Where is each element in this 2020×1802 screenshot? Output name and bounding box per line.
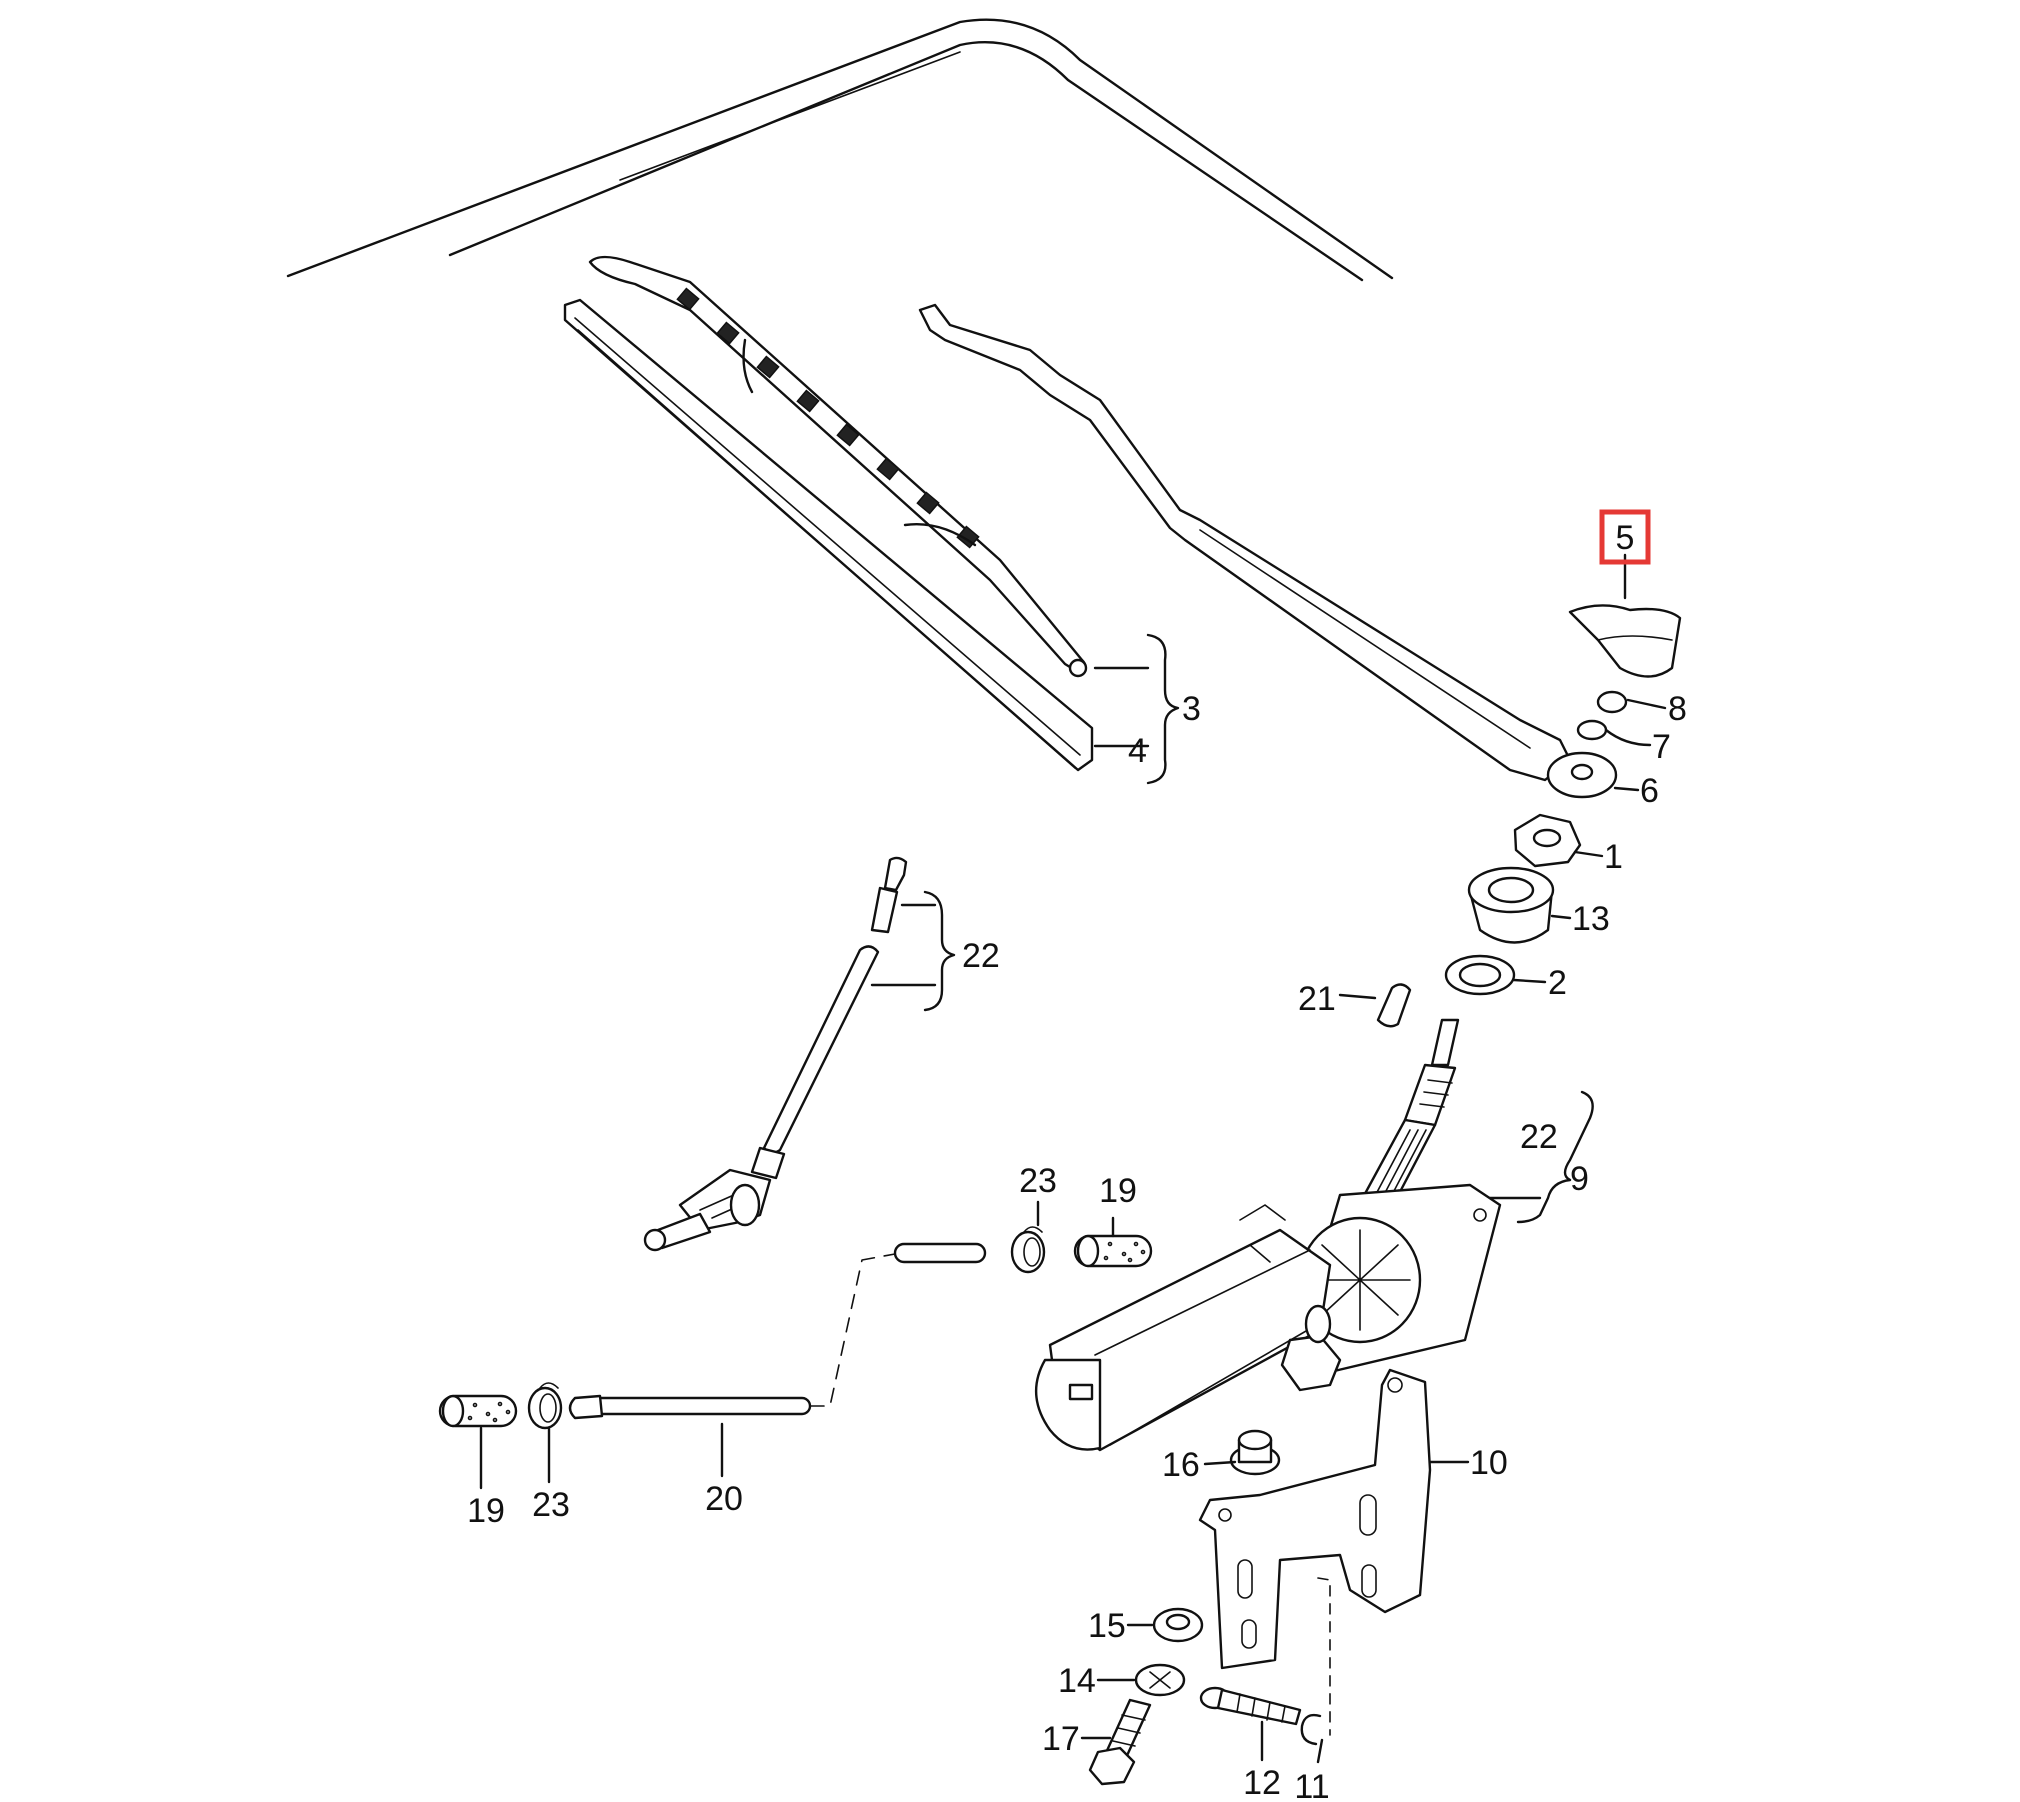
callout-label[interactable]: 14 <box>1058 1662 1096 1700</box>
wiper-arm-cap[interactable] <box>1568 604 1682 678</box>
callout-label[interactable]: 15 <box>1088 1607 1126 1645</box>
insulating-sleeve-right[interactable] <box>1073 1234 1153 1268</box>
callout-label[interactable]: 16 <box>1162 1446 1200 1484</box>
callout-label[interactable]: 2 <box>1548 964 1567 1002</box>
callout-labels: 5 8 7 6 1 13 2 21 3 4 22 22 9 23 19 19 2… <box>467 519 1687 1802</box>
seal-ring[interactable] <box>1444 954 1516 996</box>
callout-label[interactable]: 5 <box>1616 519 1635 557</box>
wiper-blade-assembly[interactable] <box>563 255 1094 772</box>
insulating-sleeve-left[interactable] <box>438 1394 518 1428</box>
callout-label[interactable]: 22 <box>1520 1118 1558 1156</box>
callout-label[interactable]: 4 <box>1128 732 1147 770</box>
washer-nozzle-assembly[interactable] <box>643 856 908 1252</box>
washer-hose[interactable] <box>568 1242 987 1420</box>
washer-15[interactable] <box>1152 1607 1204 1643</box>
nut-and-washer[interactable] <box>1576 690 1628 741</box>
callout-label[interactable]: 23 <box>1019 1162 1057 1200</box>
wiper-arm[interactable] <box>918 303 1618 799</box>
callout-label[interactable]: 19 <box>1099 1172 1137 1210</box>
callout-label[interactable]: 8 <box>1668 690 1687 728</box>
rear-window-outline <box>286 18 1394 282</box>
callout-label[interactable]: 21 <box>1298 980 1336 1018</box>
callout-label[interactable]: 7 <box>1652 728 1671 766</box>
hex-nut[interactable] <box>1513 813 1582 868</box>
callout-label[interactable]: 23 <box>532 1486 570 1524</box>
callout-label[interactable]: 11 <box>1294 1768 1329 1802</box>
grommet[interactable] <box>1467 866 1555 944</box>
callout-label[interactable]: 22 <box>962 937 1000 975</box>
callout-label[interactable]: 1 <box>1604 838 1623 876</box>
callout-label[interactable]: 9 <box>1570 1160 1589 1198</box>
callout-label[interactable]: 10 <box>1470 1444 1508 1482</box>
hose-clamp-left[interactable] <box>527 1382 563 1430</box>
callout-label[interactable]: 19 <box>467 1492 505 1530</box>
callout-label[interactable]: 3 <box>1182 690 1201 728</box>
pin[interactable] <box>1376 983 1412 1028</box>
mounting-bracket[interactable] <box>1198 1368 1432 1670</box>
highlight-box <box>1599 509 1651 565</box>
spacer[interactable] <box>1229 1429 1281 1476</box>
hose-clamp-right[interactable] <box>1010 1226 1046 1274</box>
callout-label[interactable]: 13 <box>1572 900 1610 938</box>
clip-11[interactable] <box>1300 1713 1322 1746</box>
washer-14[interactable] <box>1134 1663 1186 1697</box>
bolt-17[interactable] <box>1088 1698 1152 1786</box>
callout-label[interactable]: 6 <box>1640 772 1659 810</box>
screw-12[interactable] <box>1199 1686 1302 1726</box>
callout-label[interactable]: 20 <box>705 1480 743 1518</box>
wiper-motor[interactable] <box>1034 1183 1502 1452</box>
callout-label[interactable]: 12 <box>1243 1764 1281 1802</box>
callout-label[interactable]: 17 <box>1042 1720 1080 1758</box>
